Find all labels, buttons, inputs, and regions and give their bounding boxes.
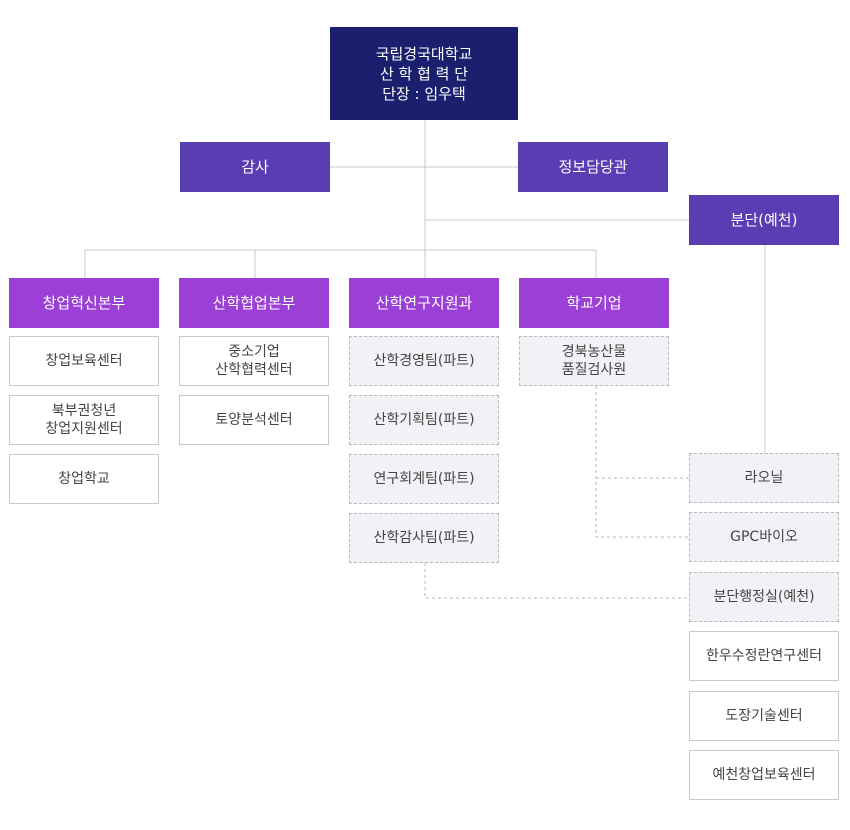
branch-item: 도장기술센터 <box>689 691 839 741</box>
startup-item: 창업학교 <box>9 454 159 504</box>
audit-box: 감사 <box>180 142 330 192</box>
branch-item: 예천창업보육센터 <box>689 750 839 800</box>
research-team: 산학기획팀(파트) <box>349 395 499 445</box>
branch-box: 분단(예천) <box>689 195 839 245</box>
startup-item: 창업보육센터 <box>9 336 159 386</box>
coop-item: 토양분석센터 <box>179 395 329 445</box>
division-coop: 산학협업본부 <box>179 278 329 328</box>
info-officer-box: 정보담당관 <box>518 142 668 192</box>
research-team: 산학경영팀(파트) <box>349 336 499 386</box>
division-startup: 창업혁신본부 <box>9 278 159 328</box>
research-team: 산학감사팀(파트) <box>349 513 499 563</box>
division-school: 학교기업 <box>519 278 669 328</box>
branch-item: GPC바이오 <box>689 512 839 562</box>
coop-item: 중소기업 산학협력센터 <box>179 336 329 386</box>
branch-item: 라오닐 <box>689 453 839 503</box>
startup-item: 북부권청년 창업지원센터 <box>9 395 159 445</box>
branch-item: 분단행정실(예천) <box>689 572 839 622</box>
top-organization-box: 국립경국대학교 산 학 협 력 단 단장 : 임우택 <box>330 27 518 120</box>
branch-item: 한우수정란연구센터 <box>689 631 839 681</box>
division-research: 산학연구지원과 <box>349 278 499 328</box>
research-team: 연구회계팀(파트) <box>349 454 499 504</box>
school-item: 경북농산물 품질검사원 <box>519 336 669 386</box>
